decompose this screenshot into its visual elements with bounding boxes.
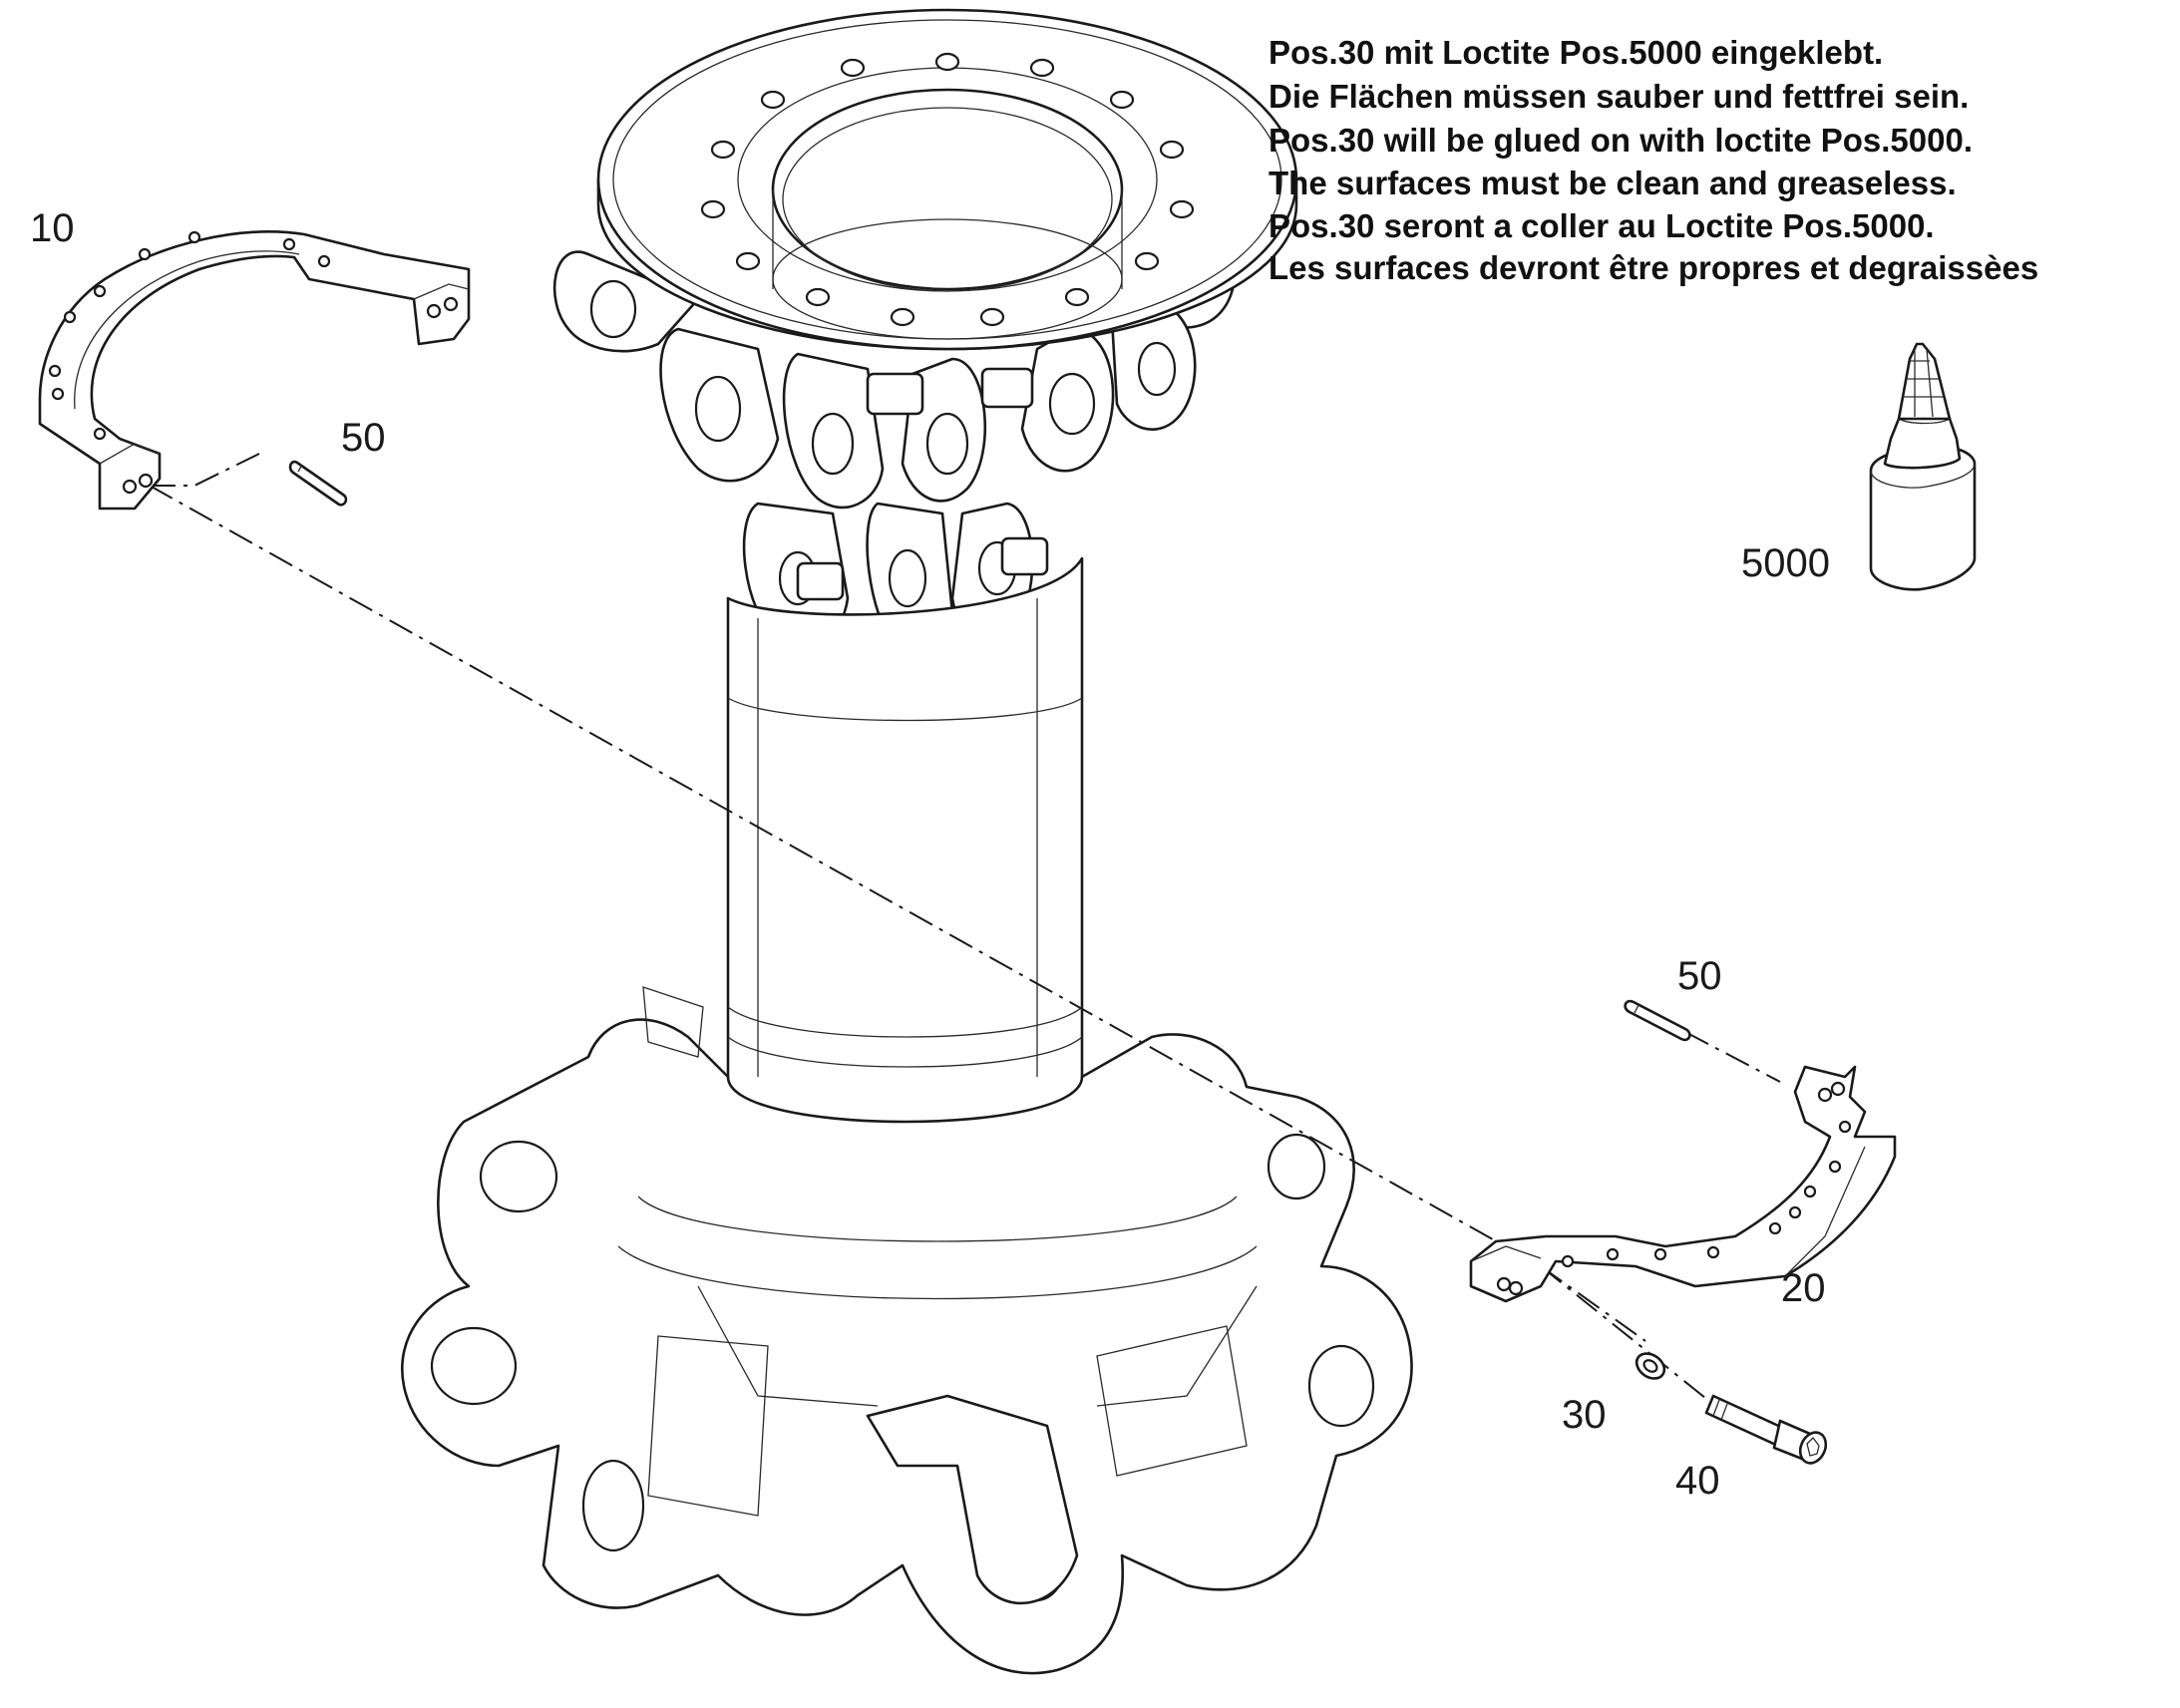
- note-line-3: Pos.30 will be glued on with loctite Pos…: [1269, 122, 1973, 159]
- note-line-1: Pos.30 mit Loctite Pos.5000 eingeklebt.: [1269, 34, 1883, 71]
- washer-part-30: [1635, 1352, 1666, 1380]
- bracket-part-20: [1469, 1065, 1897, 1303]
- assembly-center-lines: [149, 453, 1781, 1407]
- label-part-20: 20: [1781, 1266, 1826, 1310]
- label-part-40: 40: [1675, 1459, 1720, 1503]
- pillar-housing: [401, 8, 1413, 1675]
- label-part-50-left: 50: [341, 416, 386, 460]
- label-part-30: 30: [1562, 1393, 1607, 1437]
- pin-part-50-right: [1624, 999, 1691, 1042]
- shaft: [726, 556, 1084, 1159]
- note-line-6: Les surfaces devront être propres et deg…: [1269, 249, 2038, 286]
- label-part-5000: 5000: [1741, 541, 1830, 585]
- label-part-50-right: 50: [1677, 954, 1722, 998]
- pin-part-50-left: [288, 460, 348, 507]
- label-part-10: 10: [30, 206, 75, 250]
- assembly-note: Pos.30 mit Loctite Pos.5000 eingeklebt. …: [1269, 34, 2038, 286]
- bracket-part-10: [38, 230, 471, 511]
- note-line-2: Die Flächen müssen sauber und fettfrei s…: [1269, 78, 1969, 115]
- screw-part-40: [1704, 1394, 1828, 1465]
- loctite-bottle-part-5000: [1869, 342, 1977, 591]
- note-line-4: The surfaces must be clean and greaseles…: [1269, 165, 1957, 201]
- base-hub: [401, 986, 1413, 1675]
- top-flange: [596, 8, 1298, 351]
- upper-lug-ring: [552, 226, 1236, 655]
- callout-labels: 10 50 50 20 30 40 5000: [30, 206, 1830, 1503]
- note-line-5: Pos.30 seront a coller au Loctite Pos.50…: [1269, 207, 1935, 244]
